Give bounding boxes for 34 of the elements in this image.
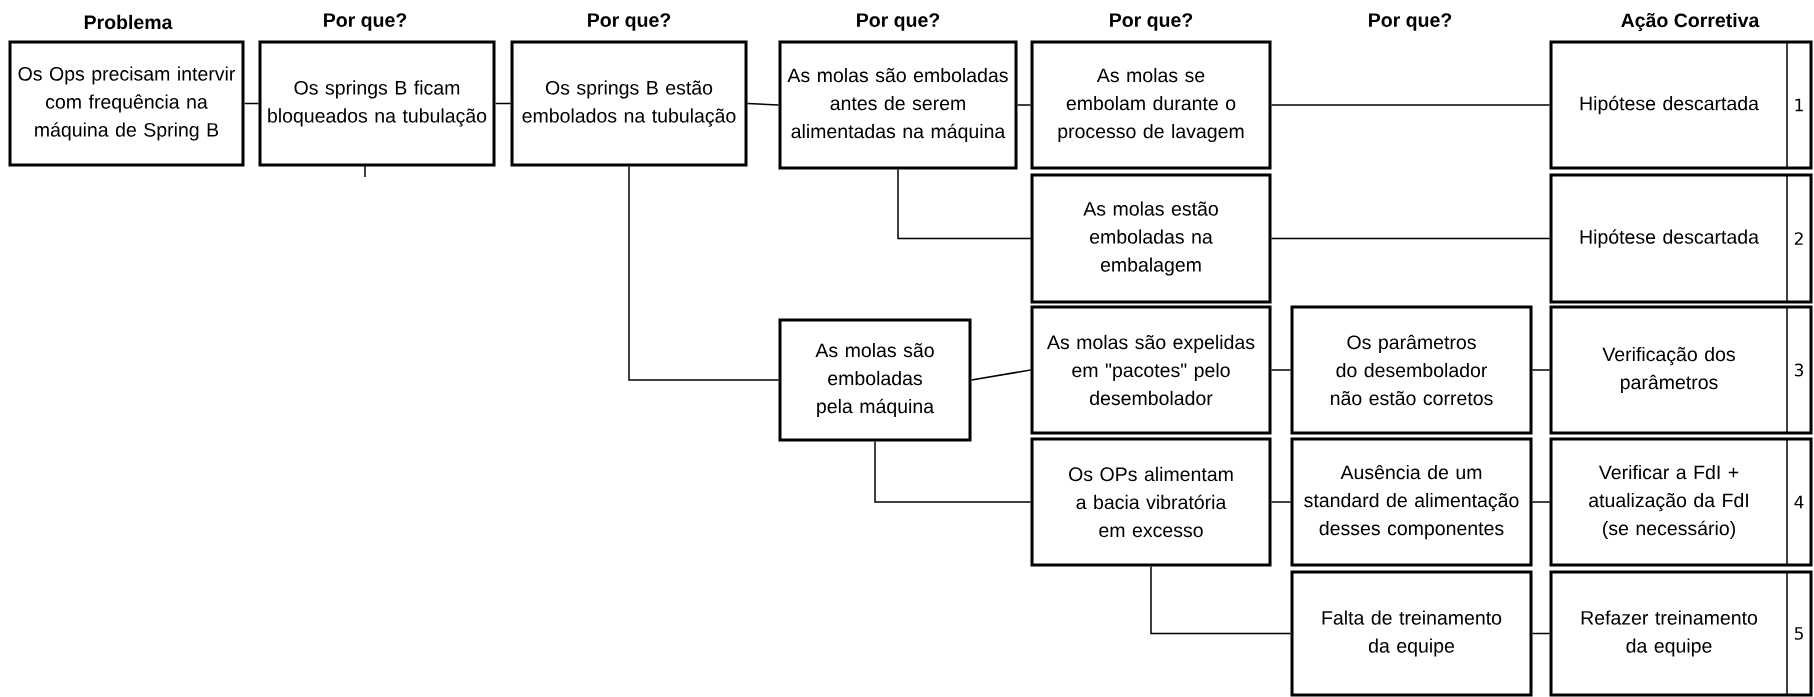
cause-box: Os OPs alimentam a bacia vibratória em excesso: [1030, 437, 1272, 567]
connector-line: [1150, 565, 1292, 635]
column-header: Por que?: [1369, 13, 1452, 31]
connector-line: [494, 102, 512, 105]
cause-box: As molas são emboladas pela máquina: [778, 318, 972, 442]
connector-line: [243, 102, 260, 105]
connector-line: [1270, 501, 1292, 503]
connector-line: [746, 102, 780, 106]
connector-line: [1531, 501, 1551, 503]
connector-line: [970, 369, 1032, 381]
cause-box: Os Ops precisam intervir com frequência na máquina de Spring B: [8, 40, 245, 167]
connector-line: [1531, 632, 1551, 635]
cause-box: As molas são expelidas em "pacotes" pelo desembolador: [1030, 305, 1272, 435]
action-box: Verificação dos parâmetros 3: [1549, 305, 1813, 435]
connector-line: [1531, 369, 1551, 371]
action-box: Hipótese descartada 2: [1549, 173, 1813, 304]
connector-line: [1270, 369, 1292, 371]
cause-box: As molas se embolam durante o processo de lavagem: [1030, 40, 1272, 170]
connector-line: [1270, 104, 1551, 106]
cause-box: Os parâmetros do desembolador não estão corretos: [1290, 305, 1533, 435]
action-box: Hipótese descartada 1: [1549, 40, 1813, 170]
cause-box: Ausência de um standard de alimentação desses componentes: [1290, 437, 1533, 567]
connector-line: [874, 440, 1032, 503]
cause-box: As molas são emboladas antes de serem alimentadas na máquina: [778, 40, 1018, 170]
cause-box: Falta de treinamento da equipe: [1290, 570, 1533, 697]
action-box: Verificar a FdI + atualização da FdI (se necessário) 4: [1549, 437, 1813, 567]
cause-box: Os springs B estão embolados na tubulação: [510, 40, 748, 167]
connector-line: [1270, 237, 1551, 240]
cause-box: As molas estão emboladas na embalagem: [1030, 173, 1272, 304]
connector-line: [897, 168, 1032, 240]
connector-line: [628, 165, 780, 381]
action-box: Refazer treinamento da equipe 5: [1549, 570, 1813, 697]
connector-line: [1016, 104, 1032, 106]
cause-box: Os springs B ficam bloqueados na tubulação: [258, 40, 496, 167]
